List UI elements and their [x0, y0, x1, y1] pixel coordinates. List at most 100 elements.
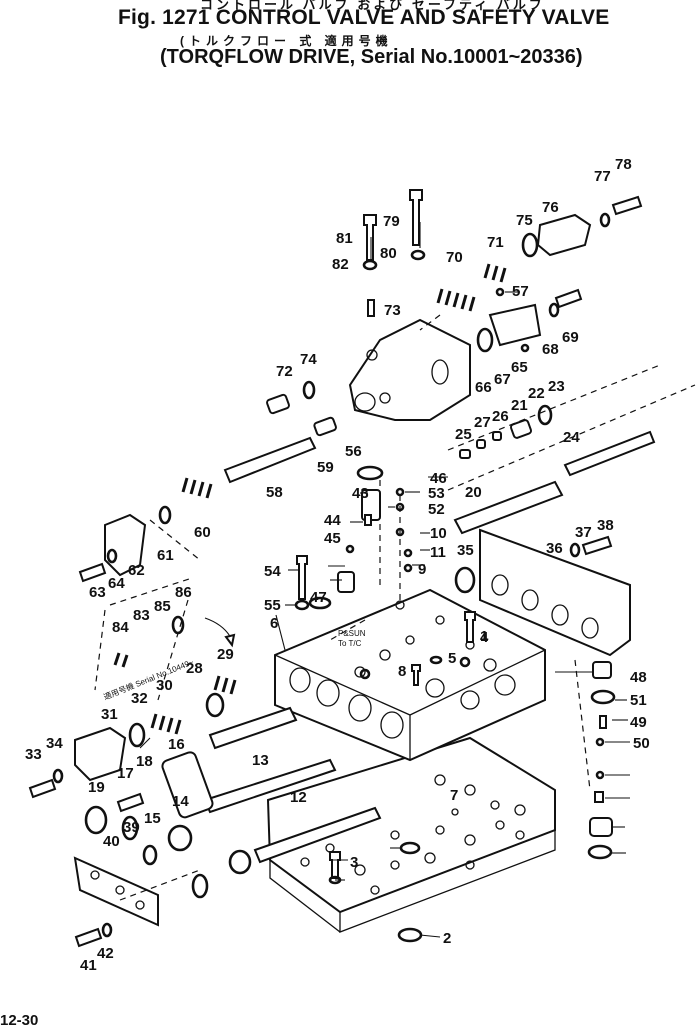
callout-85: 85	[154, 598, 171, 615]
washers	[52, 212, 611, 938]
callout-65: 65	[511, 359, 528, 376]
callout-34: 34	[46, 735, 63, 752]
port-label-1: P&SUN	[338, 629, 366, 638]
callout-74: 74	[300, 351, 317, 368]
callout-52: 52	[428, 501, 445, 518]
callout-76: 76	[542, 199, 559, 216]
callout-66: 66	[475, 379, 492, 396]
callout-50: 50	[633, 735, 650, 752]
callout-63: 63	[89, 584, 106, 601]
callout-70: 70	[446, 249, 463, 266]
callout-57: 57	[512, 283, 529, 300]
figure-title: Fig. 1271 CONTROL VALVE AND SAFETY VALVE	[118, 6, 610, 29]
cover-36	[479, 528, 631, 657]
callout-11: 11	[430, 544, 446, 561]
callout-1: 1	[480, 628, 488, 645]
callout-8: 8	[398, 663, 406, 680]
callout-6: 6	[270, 615, 278, 632]
callout-59: 59	[317, 459, 334, 476]
callout-26: 26	[492, 408, 509, 425]
callout-23: 23	[548, 378, 565, 395]
callout-24: 24	[563, 429, 580, 446]
callout-60: 60	[194, 524, 211, 541]
callout-69: 69	[562, 329, 579, 346]
callout-80: 80	[380, 245, 397, 262]
callout-14: 14	[172, 793, 189, 810]
callout-28: 28	[186, 660, 203, 677]
callout-53: 53	[428, 485, 445, 502]
callout-68: 68	[542, 341, 559, 358]
callout-83: 83	[133, 607, 150, 624]
flanges	[74, 213, 613, 837]
callout-18: 18	[136, 753, 153, 770]
callout-13: 13	[252, 752, 269, 769]
callout-78: 78	[615, 156, 632, 173]
port-label-2: To T/C	[338, 639, 362, 648]
callout-33: 33	[25, 746, 42, 763]
callout-82: 82	[332, 256, 349, 273]
callout-9: 9	[418, 561, 426, 578]
callout-labels: 1 2 3 4 5 6 7 8 9 10 11 12 13 14 15 16 1…	[25, 156, 650, 974]
springs	[113, 263, 507, 735]
callout-73: 73	[384, 302, 401, 319]
spools	[161, 430, 656, 864]
callout-81: 81	[336, 230, 353, 247]
callout-40: 40	[103, 833, 120, 850]
callout-45: 45	[324, 530, 341, 547]
callout-4: 4	[480, 629, 489, 646]
callout-46: 46	[430, 470, 447, 487]
callout-21: 21	[511, 397, 528, 414]
callout-22: 22	[528, 385, 545, 402]
callout-41: 41	[80, 957, 97, 974]
callout-27: 27	[474, 414, 491, 431]
figure-subtitle: (トルクフロー 式 適用号機 (TORQFLOW DRIVE, Serial N…	[160, 32, 600, 76]
assembly-lines	[94, 314, 696, 901]
callout-7: 7	[450, 787, 458, 804]
callout-10: 10	[430, 525, 447, 542]
callout-5: 5	[448, 650, 456, 667]
callout-15: 15	[144, 810, 161, 827]
callout-35: 35	[457, 542, 474, 559]
callout-36: 36	[546, 540, 563, 557]
callout-54: 54	[264, 563, 281, 580]
callout-44: 44	[324, 512, 341, 529]
callout-37: 37	[575, 524, 592, 541]
callout-75: 75	[516, 212, 533, 229]
callout-55: 55	[264, 597, 281, 614]
callout-47: 47	[310, 589, 327, 606]
callout-48: 48	[630, 669, 647, 686]
callout-19: 19	[88, 779, 105, 796]
callout-72: 72	[276, 363, 293, 380]
callout-62: 62	[128, 562, 145, 579]
callout-29: 29	[217, 646, 234, 663]
callout-84: 84	[112, 619, 129, 636]
callout-67: 67	[494, 371, 511, 388]
callout-32: 32	[131, 690, 148, 707]
leader-lines	[139, 222, 630, 938]
figure-subtitle-english: (TORQFLOW DRIVE, Serial No.10001~20336)	[160, 46, 583, 68]
page-number: 12-30	[0, 1012, 39, 1029]
callout-49: 49	[630, 714, 647, 731]
callout-79: 79	[383, 213, 400, 230]
callout-31: 31	[101, 706, 118, 723]
callout-20: 20	[465, 484, 482, 501]
callout-30: 30	[156, 677, 173, 694]
callout-25: 25	[455, 426, 472, 443]
callout-77: 77	[594, 168, 611, 185]
callout-51: 51	[630, 692, 647, 709]
callout-3: 3	[350, 854, 358, 871]
figure-title-japanese: コントロール バルブ および セーフティ バルブ	[200, 0, 545, 12]
callout-42: 42	[97, 945, 114, 962]
valve-body	[274, 588, 546, 762]
callout-12: 12	[290, 789, 307, 806]
callout-58: 58	[266, 484, 283, 501]
callout-17: 17	[117, 765, 134, 782]
callout-61: 61	[157, 547, 174, 564]
callout-86: 86	[175, 584, 192, 601]
base-plate	[266, 736, 556, 933]
callout-56: 56	[345, 443, 362, 460]
callout-64: 64	[108, 575, 125, 592]
callout-71: 71	[487, 234, 504, 251]
safety-valve-body	[348, 318, 471, 421]
